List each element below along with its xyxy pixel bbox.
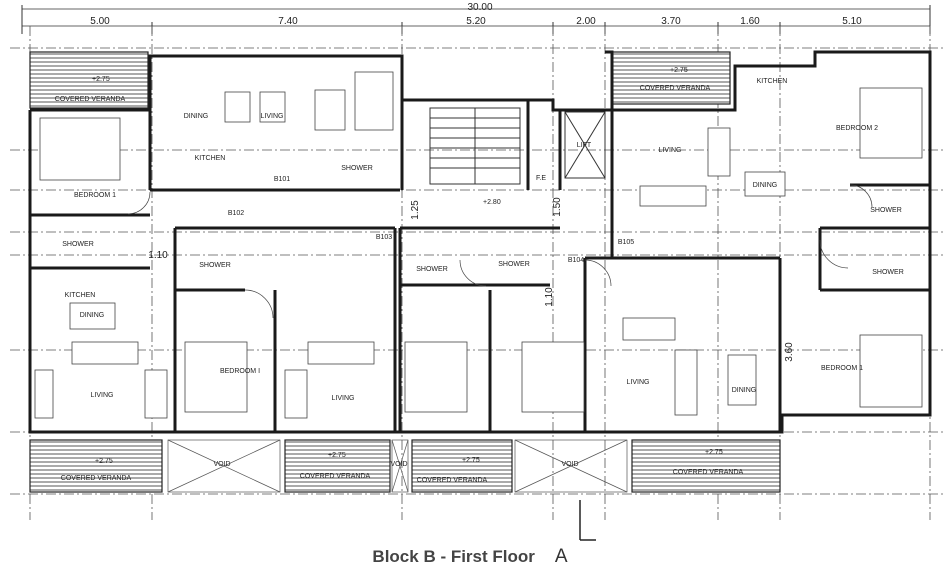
- label-living-2: LIVING: [91, 392, 114, 399]
- room-labels: COVERED VERANDA COVERED VERANDA COVERED …: [55, 67, 904, 484]
- veranda-bottom-3: [411, 439, 513, 493]
- dim-label-side-4: 1.10: [544, 287, 555, 307]
- level-5: +2.75: [462, 457, 480, 464]
- dimension-string: 30.00 5.00 7.40 5.20 2.00 3.70 1.60 5.10: [21, 2, 931, 34]
- veranda-bottom-1: [29, 439, 163, 493]
- stair-core: [429, 107, 606, 185]
- doors: [127, 184, 873, 319]
- level-4: +2.75: [328, 452, 346, 459]
- label-code-b103: B103: [376, 234, 392, 241]
- level-2: +2.75: [670, 67, 688, 74]
- label-fe: F.E: [536, 175, 546, 182]
- dim-label-1: 5.00: [90, 16, 110, 27]
- label-kitchen-1: KITCHEN: [195, 155, 226, 162]
- walls: [28, 50, 932, 434]
- level-3: +2.75: [95, 458, 113, 465]
- veranda-top-left: [29, 51, 149, 109]
- total-dimension-label: 30.00: [467, 2, 492, 13]
- label-kitchen-3: KITCHEN: [757, 78, 788, 85]
- label-veranda-5: COVERED VERANDA: [417, 477, 488, 484]
- label-dining-2: DINING: [80, 312, 105, 319]
- dim-label-6: 1.60: [740, 16, 760, 27]
- level-1: +2.75: [92, 76, 110, 83]
- dim-label-5: 3.70: [661, 16, 681, 27]
- section-marker: [579, 500, 596, 541]
- veranda-top-right: [611, 51, 731, 105]
- veranda-bottom-4: [631, 439, 781, 493]
- plan-title-text: Block B - First Floor: [372, 547, 535, 566]
- label-bedroom-3: BEDROOM 2: [836, 125, 878, 132]
- label-veranda-2: COVERED VERANDA: [640, 85, 711, 92]
- label-bedroom-1: BEDROOM 1: [74, 192, 116, 199]
- dim-label-2: 7.40: [278, 16, 298, 27]
- label-lift: LIFT: [577, 142, 592, 149]
- section-marker-label: A: [554, 546, 568, 567]
- level-landing: +2.80: [483, 199, 501, 206]
- dim-label-4: 2.00: [576, 16, 596, 27]
- label-living-5: LIVING: [627, 379, 650, 386]
- label-shower-5: SHOWER: [498, 261, 530, 268]
- label-void-1: VOID: [213, 461, 230, 468]
- label-void-3: VOID: [561, 461, 578, 468]
- label-living-4: LIVING: [659, 147, 682, 154]
- veranda-bottom-2: [284, 439, 391, 493]
- label-shower-7: SHOWER: [872, 269, 904, 276]
- level-6: +2.75: [705, 449, 723, 456]
- label-code-b101: B101: [274, 176, 290, 183]
- dim-label-side-5: 3.60: [784, 342, 795, 362]
- dim-label-3: 5.20: [466, 16, 486, 27]
- label-code-b102: B102: [228, 210, 244, 217]
- dim-label-side-2: 1.50: [552, 197, 563, 217]
- label-veranda-1: COVERED VERANDA: [55, 96, 126, 103]
- label-bedroom-2: BEDROOM I: [220, 368, 260, 375]
- label-code-b104: B104: [568, 257, 584, 264]
- dim-label-side-1: 1.25: [410, 200, 421, 220]
- dim-label-7: 5.10: [842, 16, 862, 27]
- label-shower-2: SHOWER: [62, 241, 94, 248]
- label-code-b105: B105: [618, 239, 634, 246]
- label-kitchen-2: KITCHEN: [65, 292, 96, 299]
- label-veranda-4: COVERED VERANDA: [300, 473, 371, 480]
- label-dining-3: DINING: [753, 182, 778, 189]
- furniture: [34, 71, 923, 419]
- plan-title: Block B - First Floor A: [340, 546, 600, 568]
- label-shower-6: SHOWER: [870, 207, 902, 214]
- label-shower-3: SHOWER: [199, 262, 231, 269]
- label-dining-4: DINING: [732, 387, 757, 394]
- dim-label-side-3: 1.10: [148, 250, 168, 261]
- label-shower-4: SHOWER: [416, 266, 448, 273]
- label-veranda-3: COVERED VERANDA: [61, 475, 132, 482]
- label-bedroom-4: BEDROOM 1: [821, 365, 863, 372]
- voids: [167, 439, 628, 493]
- label-veranda-6: COVERED VERANDA: [673, 469, 744, 476]
- label-living-1: LIVING: [261, 113, 284, 120]
- label-dining-1: DINING: [184, 113, 209, 120]
- label-shower-1: SHOWER: [341, 165, 373, 172]
- label-living-3: LIVING: [332, 395, 355, 402]
- label-void-2: VOID: [390, 461, 407, 468]
